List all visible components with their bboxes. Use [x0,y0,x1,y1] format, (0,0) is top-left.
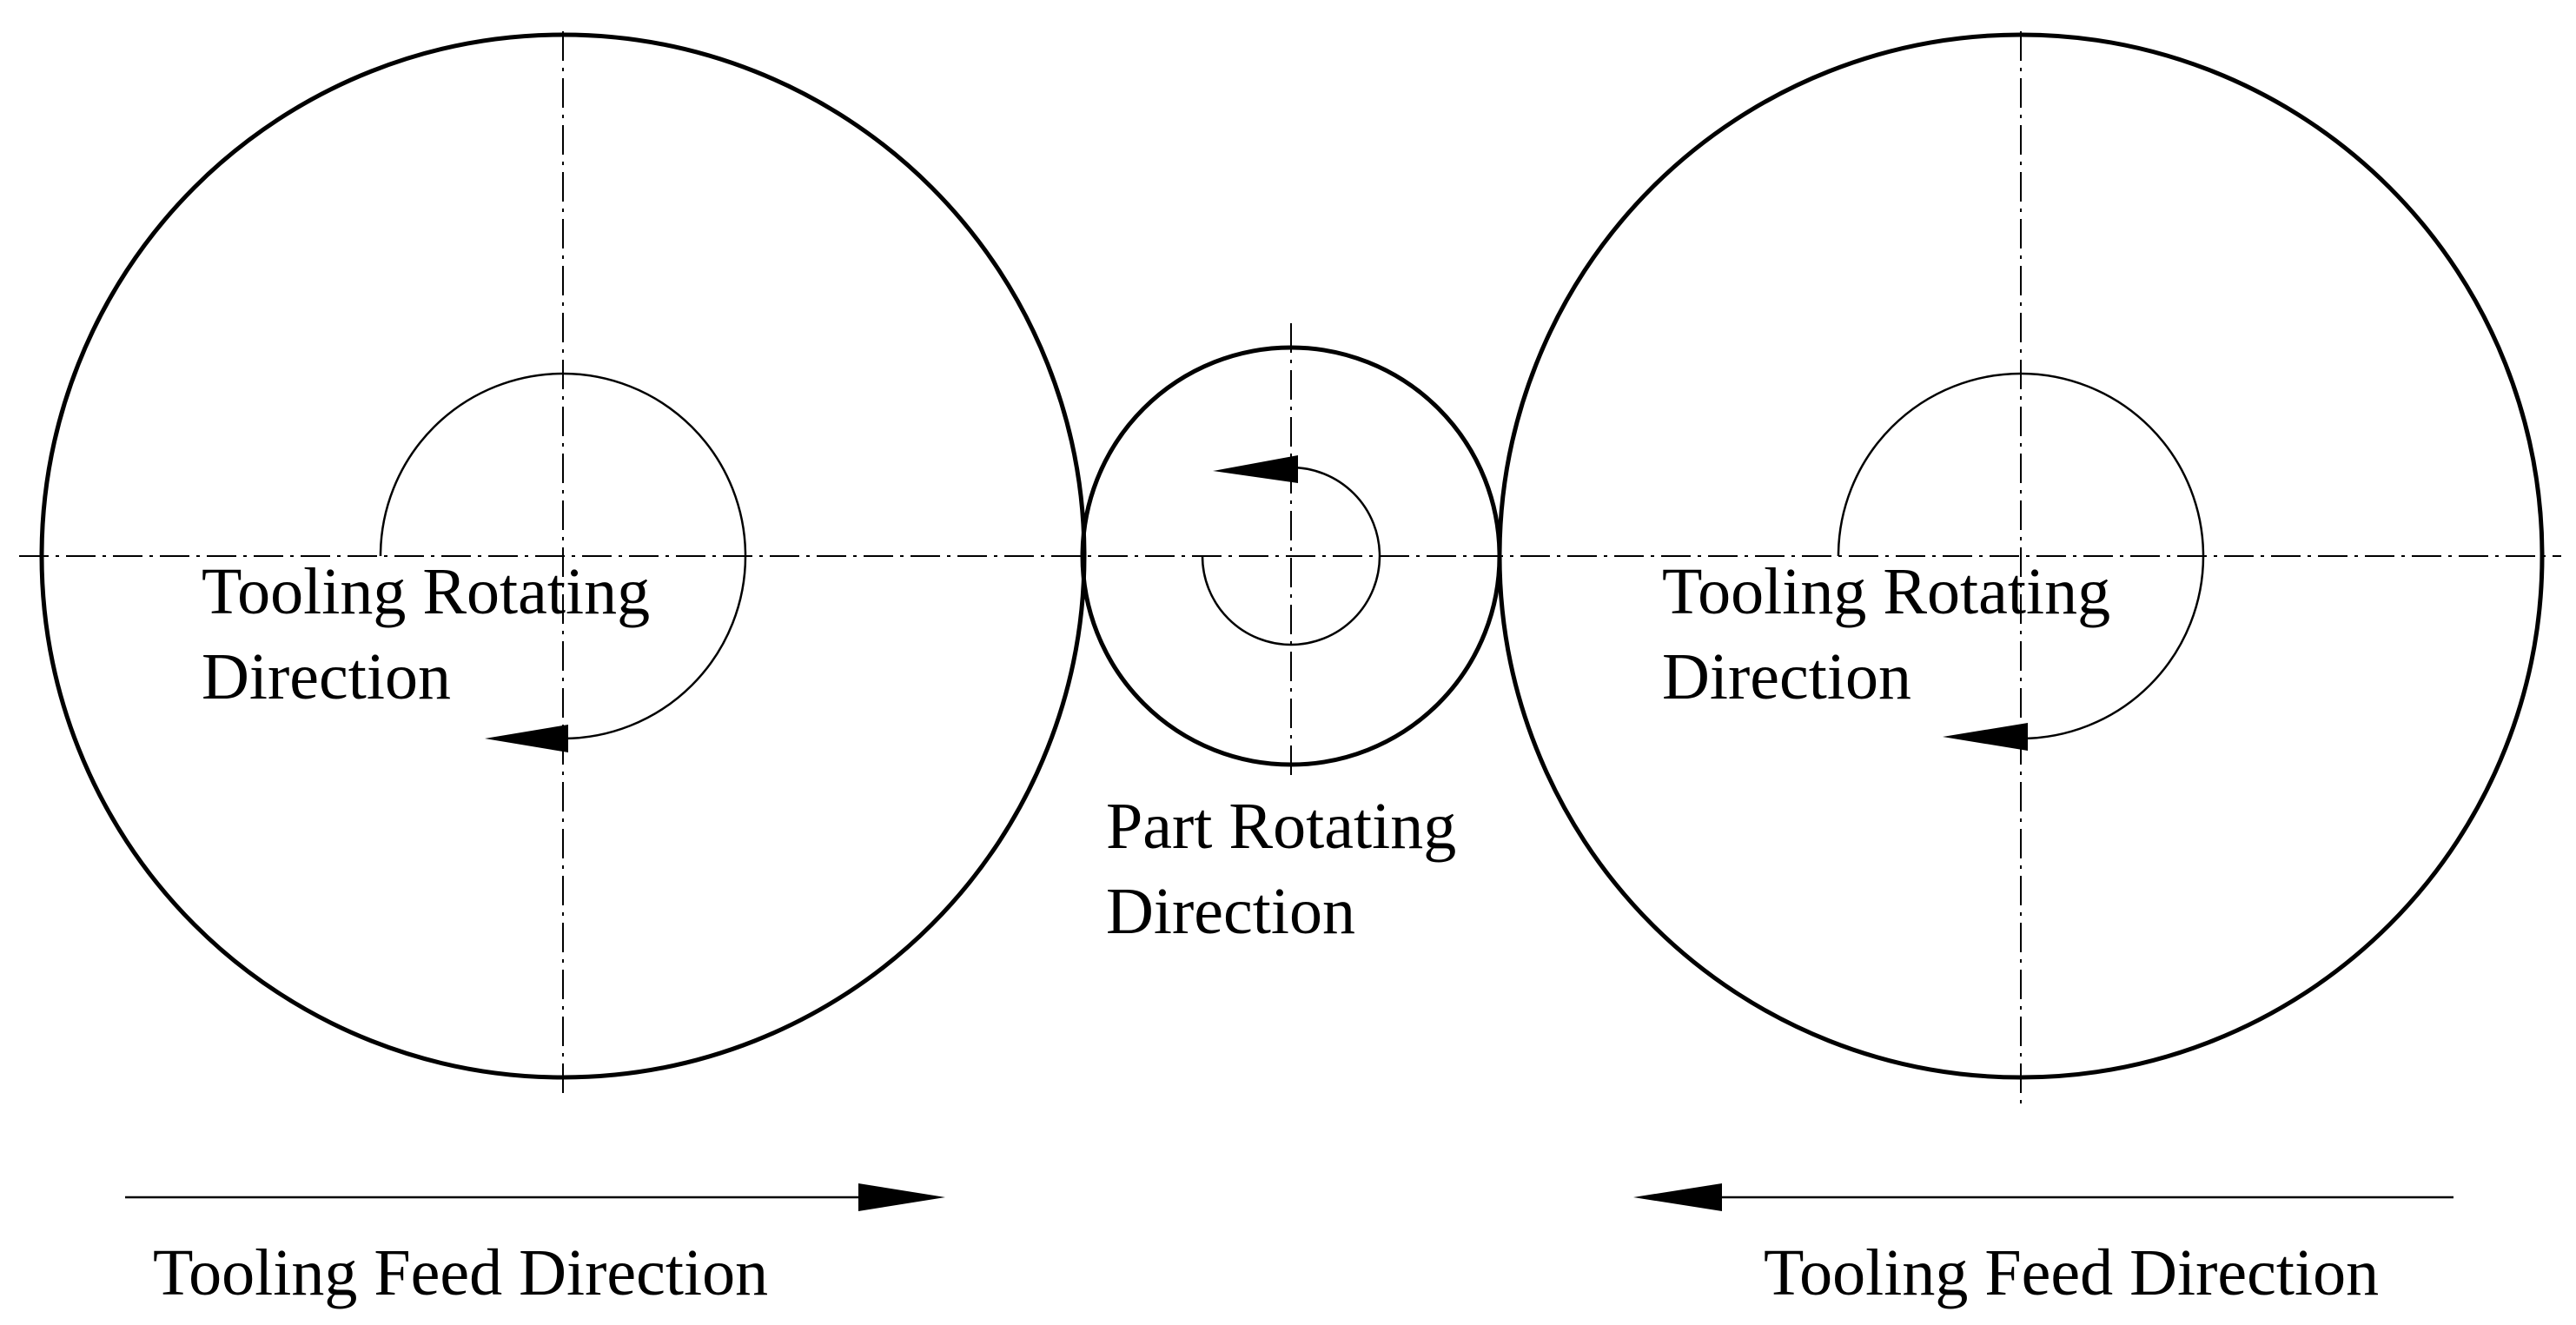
left-tooling: Tooling Rotating Direction [39,31,1087,1098]
right-feed-direction: Tooling Feed Direction [1633,1183,2453,1309]
right-tooling-rotating-label-line1: Tooling Rotating [1662,555,2110,628]
part-rotating-label-line1: Part Rotating [1106,790,1456,863]
left-tooling-rotating-label-line2: Direction [202,640,451,713]
right-tooling-rotating-label-line2: Direction [1662,640,1911,713]
part-rotation-arc [1201,466,1381,646]
right-feed-label: Tooling Feed Direction [1764,1236,2379,1309]
right-feed-arrowhead [1633,1183,1722,1211]
left-tooling-rotation-arrowhead [485,725,568,752]
right-tooling-rotation-arc [1837,372,2205,740]
right-tooling: Tooling Rotating Direction [1497,31,2545,1109]
part-rotating-label-line2: Direction [1106,875,1355,948]
left-feed-label: Tooling Feed Direction [153,1236,768,1309]
part: Part Rotating Direction [1080,323,1502,948]
part-rotation-arrowhead [1213,455,1298,483]
right-tooling-rotation-arrowhead [1943,723,2028,751]
left-feed-direction: Tooling Feed Direction [125,1183,945,1309]
left-feed-arrowhead [858,1183,945,1211]
left-tooling-rotating-label-line1: Tooling Rotating [202,555,650,628]
right-tooling-circle [1497,32,2545,1080]
left-tooling-rotation-arc [379,372,747,740]
